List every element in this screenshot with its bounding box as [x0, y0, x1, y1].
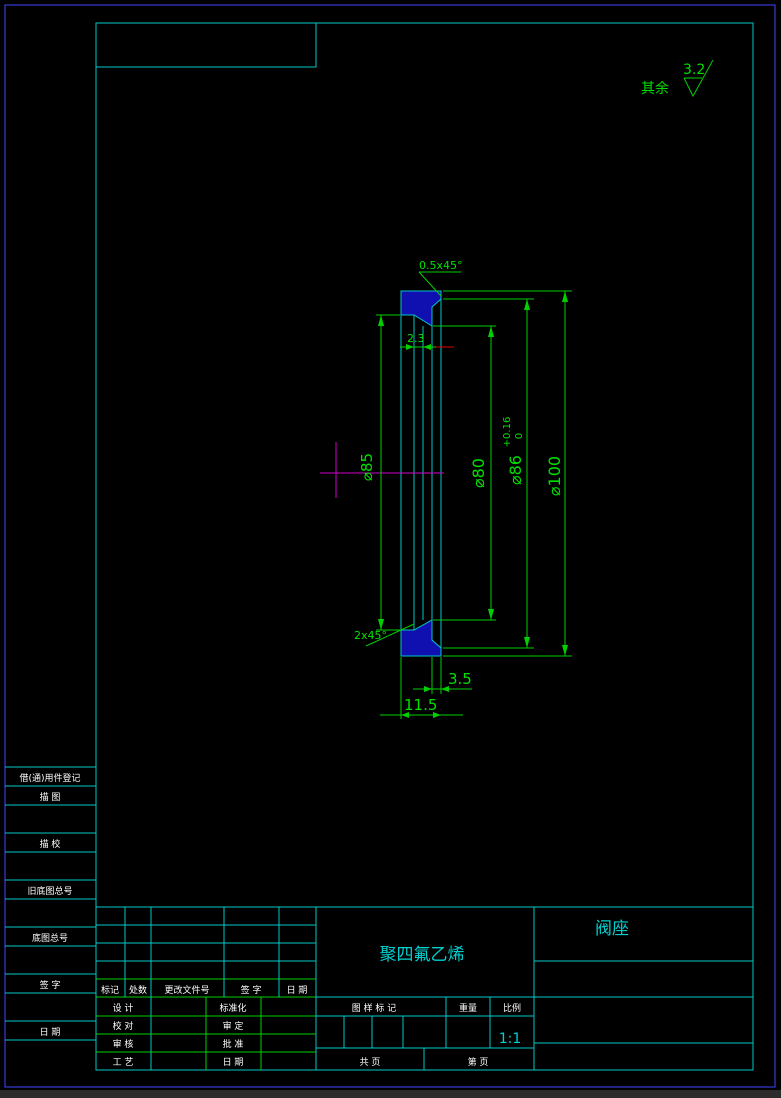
strip-label: 底图总号: [32, 932, 68, 944]
strip-label: 日 期: [40, 1027, 61, 1038]
revision-header: 签 字: [241, 984, 262, 996]
info-header-scale: 比例: [503, 1002, 521, 1014]
strip-label: 描 图: [40, 791, 61, 803]
title-block: 标记 处数 更改文件号 签 字 日 期 设 计 校 对 审 核 工 艺 标准化 …: [96, 906, 753, 1070]
material-name: 聚四氟乙烯: [380, 945, 465, 965]
info-header-weight: 重量: [459, 1002, 477, 1014]
dim-chamfer: 0.5x45°: [419, 259, 463, 272]
info-header-stage: 图 样 标 记: [352, 1002, 397, 1014]
strip-label: 借(通)用件登记: [19, 772, 80, 784]
dim-d80: ⌀80: [469, 458, 488, 488]
drawing-frame: [95, 22, 754, 1071]
part-section-view: [320, 290, 444, 657]
part-name: 阀座: [595, 919, 629, 939]
sheet-total: 共 页: [360, 1057, 381, 1068]
signoff-label: 校 对: [113, 1020, 134, 1032]
dim-d86: ⌀86: [506, 455, 525, 485]
dim-d85: ⌀85: [358, 453, 376, 481]
dimensions: 0.5x45° ⌀100 ⌀86 +0.16 0 ⌀80 ⌀85: [354, 259, 572, 719]
code-box: [95, 22, 317, 68]
signoff-label: 批 准: [223, 1038, 244, 1050]
sheet-current: 第 页: [468, 1056, 489, 1068]
strip-label: 签 字: [40, 979, 61, 991]
revision-header: 更改文件号: [164, 984, 209, 996]
dim-3-5: 3.5: [448, 670, 472, 688]
dim-angle: 2x45°: [354, 629, 387, 642]
strip-label: 旧底图总号: [27, 885, 72, 897]
dim-11-5: 11.5: [404, 696, 437, 714]
signoff-label: 工 艺: [113, 1057, 134, 1068]
dim-d86-lower-tol: 0: [514, 433, 525, 439]
scale-value: 1:1: [499, 1031, 522, 1047]
signoff-label: 标准化: [219, 1002, 246, 1014]
roughness-symbol: 其余 3.2: [641, 59, 714, 98]
left-registration-strip: 借(通)用件登记 描 图 描 校 旧底图总号 底图总号 签 字 日 期: [5, 766, 96, 1041]
roughness-value: 3.2: [683, 62, 705, 78]
dim-2-3: 2.3: [407, 332, 425, 345]
roughness-label: 其余: [641, 80, 669, 97]
revision-header: 日 期: [287, 985, 308, 996]
status-bar: [0, 1090, 781, 1098]
revision-header: 标记: [101, 984, 119, 996]
section-hatch-bottom: [400, 619, 442, 657]
dim-d86-upper-tol: +0.16: [502, 417, 513, 448]
strip-label: 描 校: [40, 838, 61, 850]
section-hatch-top: [400, 290, 442, 327]
signoff-label: 设 计: [113, 1002, 134, 1014]
dim-d100: ⌀100: [545, 456, 564, 496]
signoff-label: 日 期: [223, 1057, 244, 1068]
signoff-label: 审 核: [113, 1038, 134, 1050]
revision-header: 处数: [129, 984, 147, 996]
signoff-label: 审 定: [223, 1020, 244, 1032]
sheet-outer-border: [4, 4, 776, 1088]
